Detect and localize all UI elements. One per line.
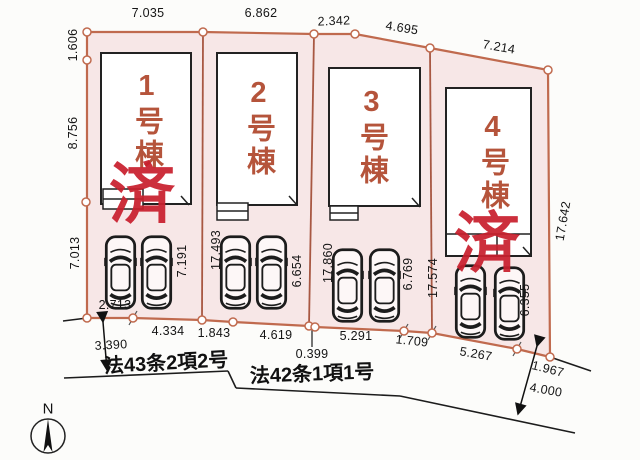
dim-lot3-side: 6.769 [401,257,415,291]
dim-bottom-2: 4.334 [151,324,185,338]
dim-left-2: 8.756 [66,116,80,150]
arrow-3390 [96,311,113,372]
building-2 [216,52,298,206]
north-arrow-icon [30,418,66,454]
building-porches [102,188,531,256]
building-4 [445,87,532,257]
lot-dividers [201,31,433,334]
dim-left-3: 7.013 [68,236,82,270]
building-3 [328,67,421,207]
dim-bottom-5: 0.399 [295,347,329,361]
dim-top-1: 7.035 [131,6,165,20]
arrow-4000 [515,334,546,416]
sold-stamp-lot4: 済 [454,204,520,282]
lot-1-label: 1号棟 [130,70,163,172]
lot-3-label: 3号棟 [355,86,388,188]
legal-front-road-label: 法42条1項1号 [249,361,375,388]
dim-left-1: 1.606 [66,28,80,62]
car-icon [219,234,252,311]
road-lines [62,317,592,434]
lot-4-label: 4号棟 [476,111,509,213]
dim-top-2: 6.862 [244,6,278,20]
dim-bottom-6: 5.291 [339,329,373,343]
dim-bottom-3: 1.843 [197,326,231,340]
dim-bottom-1: 2.713 [98,298,132,312]
sold-stamp-lot1: 済 [109,155,175,233]
lot-2-label: 2号棟 [242,77,275,179]
building-outlines [100,52,532,257]
car-icon [331,247,364,324]
dim-lot2-side: 6.654 [290,254,304,288]
car-icon [140,234,173,311]
compass-north-label: N [42,400,54,418]
building-1 [100,52,192,205]
car-icon [368,247,401,324]
dimension-arrows [96,311,546,416]
dim-top-3: 2.342 [317,13,351,29]
dim-lot2-depth: 17.493 [209,229,223,271]
dim-lot4-side: 6.355 [518,283,532,317]
dim-lot1-depth: 7.191 [175,244,189,278]
door-ticks [180,195,532,257]
boundary-vertex-markers [81,27,555,362]
dim-lot4-depth: 17.574 [426,257,440,299]
car-icon [255,234,288,311]
dim-bottom-4: 4.619 [259,328,293,342]
dim-lot3-depth: 17.860 [321,242,335,284]
